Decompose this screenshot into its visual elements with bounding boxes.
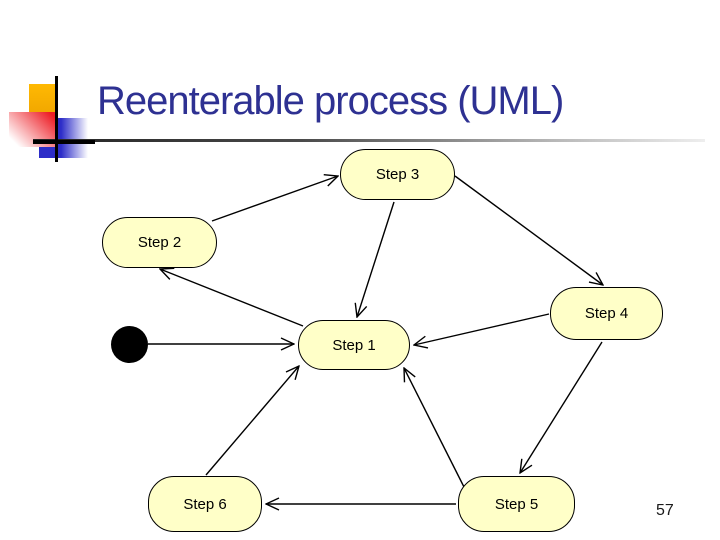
decor-cross-vertical-line — [55, 76, 58, 162]
decor-gold-square — [29, 84, 57, 117]
edge-step2-to-step3 — [211, 176, 338, 222]
edge-step4-to-step5 — [520, 341, 603, 473]
edge-step4-to-step1 — [414, 313, 550, 345]
slide-title: Reenterable process (UML) — [97, 79, 564, 123]
edge-step3-to-step1 — [357, 201, 395, 317]
title-divider-line — [33, 139, 705, 142]
edge-step1-to-step2 — [160, 269, 304, 327]
decor-cross-horizontal-line — [33, 140, 95, 144]
edge-step5-to-step1 — [404, 368, 465, 488]
edge-step6-to-step1 — [205, 366, 299, 476]
edge-step3-to-step4 — [454, 175, 603, 285]
page-number: 57 — [656, 502, 674, 519]
